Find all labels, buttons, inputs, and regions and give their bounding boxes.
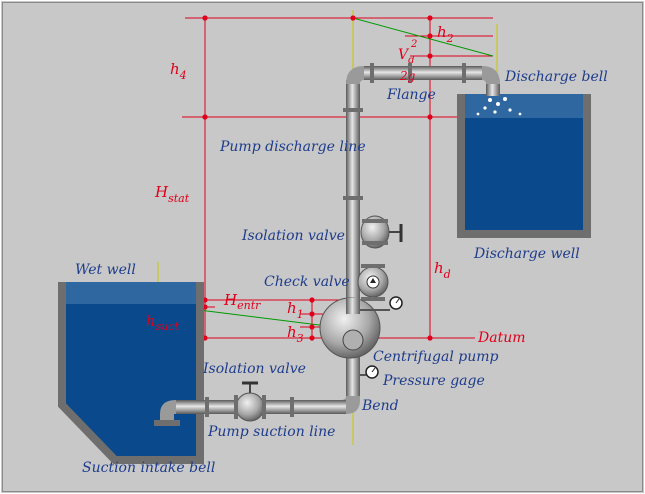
discharge-well (457, 94, 591, 238)
pump-discharge-line-label: Pump discharge line (219, 139, 366, 155)
dim-point (309, 335, 315, 341)
dim-point (427, 335, 433, 341)
flange-ring (290, 397, 294, 417)
splash-dot (496, 102, 500, 106)
hd-label: hd (434, 259, 451, 281)
horizontal-discharge-pipe (364, 66, 482, 80)
suction-isolation-valve (234, 381, 266, 422)
valve-flange (361, 264, 385, 268)
valve-flange (362, 241, 388, 245)
suction-riser-pipe (346, 345, 360, 400)
valve-flange (262, 395, 266, 419)
discharge-well-walls (457, 94, 591, 238)
dim-point (309, 311, 315, 317)
h3-label: h3 (287, 323, 304, 345)
pump-suction-eye (342, 329, 364, 351)
h1-label: h1 (287, 299, 304, 321)
valve-flange (361, 297, 385, 301)
suction-isolation-valve-body (235, 392, 265, 422)
pressure-gauges (360, 296, 403, 379)
wet-well-surface (64, 282, 198, 304)
isolation-valve-top-label: Isolation valve (241, 228, 345, 244)
h2-label: h2 (437, 23, 454, 45)
vertical-discharge-pipe (346, 80, 360, 330)
head-labels: h4 h2 2 Vd 2g Hstat hd Hentr h1 hsuct h3… (146, 23, 526, 346)
dim-point (427, 53, 433, 59)
dim-point (309, 324, 315, 330)
check-valve-label: Check valve (264, 274, 350, 290)
discharge-bell-pipe (486, 84, 500, 96)
dim-point (202, 114, 208, 120)
discharge-bell-elbow (482, 66, 500, 84)
dim-point (427, 15, 433, 21)
component-labels: Discharge bell Flange Pump discharge lin… (75, 69, 608, 476)
splash-dot (488, 98, 492, 102)
datum-label: Datum (477, 330, 526, 346)
pump-discharge-nozzle (346, 298, 360, 314)
flange-ring (343, 108, 363, 112)
vd-label: Vd (398, 47, 415, 66)
dim-point (202, 15, 208, 21)
dim-point (427, 33, 433, 39)
discharge-bell-label: Discharge bell (504, 69, 608, 85)
valve-flange (362, 219, 388, 223)
flange-ring (205, 397, 209, 417)
suction-intake-bell (154, 420, 180, 426)
bend-label: Bend (361, 398, 399, 414)
centrifugal-pump-label: Centrifugal pump (373, 349, 498, 365)
dim-point (309, 297, 315, 303)
discharge-well-surface (461, 94, 587, 118)
suction-intake-bell-label: Suction intake bell (82, 460, 215, 476)
splash-dot (493, 110, 497, 114)
valve-flange (234, 395, 238, 419)
dim-point (350, 15, 356, 21)
discharge-splash (476, 97, 522, 116)
dimension-points (202, 15, 433, 341)
hsuct-label: hsuct (146, 312, 180, 333)
discharge-isolation-valve (360, 215, 403, 249)
wet-well-label: Wet well (75, 262, 136, 278)
vd-denominator: 2g (399, 69, 416, 83)
discharge-energy-grade-line (352, 17, 494, 57)
flange-ring (343, 196, 363, 200)
dim-point (427, 114, 433, 120)
splash-dot (476, 112, 480, 116)
flange-ring (370, 63, 374, 83)
discharge-well-label: Discharge well (473, 246, 580, 262)
flange-ring (462, 63, 466, 83)
splash-dot (483, 106, 487, 110)
gauge-needle (371, 367, 376, 373)
splash-dot (503, 97, 507, 101)
check-valve (357, 264, 389, 301)
h4-label: h4 (170, 60, 187, 82)
vd-squared-superscript: 2 (410, 39, 417, 50)
splash-dot (508, 108, 512, 112)
hentr-label: Hentr (223, 291, 261, 312)
splash-dot (518, 112, 522, 116)
pressure-gage-label: Pressure gage (382, 373, 485, 389)
centrifugal-pump (319, 297, 381, 359)
pump-suction-line-label: Pump suction line (207, 424, 335, 440)
flow-arrow-icon (370, 278, 376, 283)
flange-label: Flange (386, 87, 436, 103)
suction-bell-elbow (160, 400, 176, 420)
hstat-label: Hstat (154, 183, 190, 205)
gauge-needle (395, 298, 400, 304)
piping (154, 63, 500, 426)
discharge-elbow (346, 66, 364, 84)
flange-ring (408, 63, 412, 83)
isolation-valve-bottom-label: Isolation valve (202, 361, 306, 377)
